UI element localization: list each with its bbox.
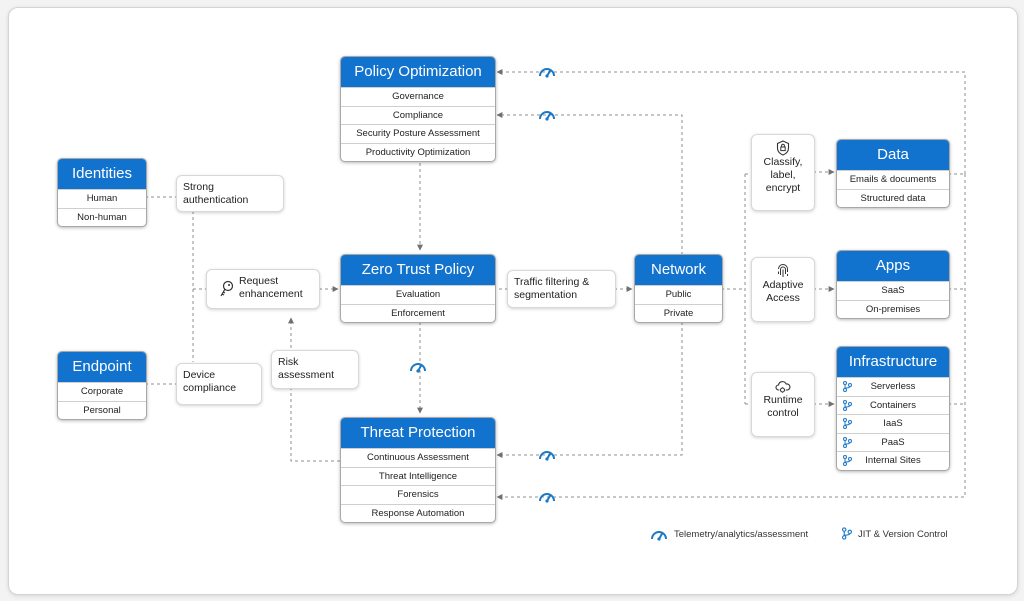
network-box: Network Public Private: [634, 254, 723, 323]
strong-authentication-label: Strong authentication: [176, 175, 284, 212]
legend-jit: JIT & Version Control: [858, 529, 948, 540]
adaptive-access-label: Adaptive Access: [751, 257, 815, 322]
infrastructure-row: Internal Sites: [837, 451, 949, 470]
zero-trust-policy-row: Evaluation: [341, 285, 495, 304]
data-title: Data: [837, 140, 949, 170]
label-line: Request: [239, 275, 279, 287]
identities-title: Identities: [58, 159, 146, 189]
label-line: compliance: [183, 382, 237, 394]
device-compliance-label: Device compliance: [176, 363, 262, 405]
request-enhancement-label: Request enhancement: [206, 269, 320, 309]
fingerprint-icon: [778, 264, 788, 277]
apps-row: SaaS: [837, 281, 949, 300]
branch-icon: [843, 455, 852, 466]
zero-trust-policy-row: Enforcement: [341, 303, 495, 323]
gauge-icon: [539, 451, 555, 461]
policy-optimization-row: Productivity Optimization: [341, 142, 495, 162]
identities-box: Identities Human Non-human: [57, 158, 147, 227]
infrastructure-row-label: PaaS: [881, 436, 905, 448]
traffic-filtering-label: Traffic filtering & segmentation: [507, 270, 616, 308]
endpoint-title: Endpoint: [58, 352, 146, 382]
cloud-gear-icon: [775, 381, 791, 393]
branch-icon: [842, 527, 852, 540]
gauge-icon: [410, 363, 426, 373]
infrastructure-row-label: IaaS: [883, 418, 903, 429]
zero-trust-policy-box: Zero Trust Policy Evaluation Enforcement: [340, 254, 496, 323]
data-row: Emails & documents: [837, 170, 949, 189]
label-line: Classify,: [763, 156, 803, 168]
infrastructure-box: Infrastructure Serverless Containers Iaa…: [836, 346, 950, 471]
apps-title: Apps: [837, 251, 949, 281]
infrastructure-row-label: Internal Sites: [865, 455, 921, 466]
branch-icon: [843, 418, 852, 429]
threat-protection-row: Forensics: [341, 485, 495, 504]
policy-optimization-row: Security Posture Assessment: [341, 124, 495, 143]
label-line: encrypt: [765, 182, 801, 194]
threat-protection-box: Threat Protection Continuous Assessment …: [340, 417, 496, 523]
branch-icon: [843, 436, 852, 448]
threat-protection-row: Threat Intelligence: [341, 466, 495, 486]
legend-telemetry: Telemetry/analytics/assessment: [674, 529, 809, 540]
label-line: Strong: [183, 181, 214, 193]
shield-lock-icon: [776, 140, 790, 156]
network-title: Network: [635, 255, 722, 285]
label-line: assessment: [278, 369, 335, 381]
infrastructure-row: PaaS: [837, 432, 949, 452]
policy-optimization-box: Policy Optimization Governance Complianc…: [340, 56, 496, 162]
label-line: segmentation: [514, 289, 578, 301]
label-line: control: [767, 407, 799, 419]
network-row: Private: [635, 303, 722, 323]
apps-box: Apps SaaS On-premises: [836, 250, 950, 319]
label-line: authentication: [183, 194, 249, 206]
label-line: Traffic filtering &: [514, 276, 590, 288]
threat-protection-row: Response Automation: [341, 503, 495, 523]
label-line: Risk: [278, 356, 299, 368]
label-line: Runtime: [763, 394, 803, 406]
key-icon: [220, 280, 234, 297]
infrastructure-title: Infrastructure: [837, 347, 949, 377]
identities-row: Human: [58, 189, 146, 208]
label-line: Adaptive: [762, 279, 804, 291]
label-line: enhancement: [239, 288, 303, 300]
endpoint-box: Endpoint Corporate Personal: [57, 351, 147, 420]
branch-icon: [843, 399, 852, 411]
zero-trust-policy-title: Zero Trust Policy: [341, 255, 495, 285]
gauge-icon: [539, 493, 555, 503]
data-row: Structured data: [837, 188, 949, 208]
branch-icon: [843, 381, 852, 392]
endpoint-row: Personal: [58, 400, 146, 420]
label-line: label,: [770, 169, 796, 181]
policy-optimization-row: Governance: [341, 87, 495, 106]
label-line: Access: [766, 292, 800, 304]
infrastructure-row-label: Serverless: [870, 381, 916, 392]
threat-protection-title: Threat Protection: [341, 418, 495, 448]
threat-protection-row: Continuous Assessment: [341, 448, 495, 467]
identities-row: Non-human: [58, 207, 146, 227]
gauge-icon: [651, 531, 667, 541]
data-box: Data Emails & documents Structured data: [836, 139, 950, 208]
policy-optimization-row: Compliance: [341, 105, 495, 125]
gauge-icon: [539, 68, 555, 78]
runtime-control-label: Runtime control: [751, 372, 815, 437]
apps-row: On-premises: [837, 299, 949, 319]
policy-optimization-title: Policy Optimization: [341, 57, 495, 87]
infrastructure-row: IaaS: [837, 414, 949, 433]
gauge-icon: [539, 111, 555, 121]
network-row: Public: [635, 285, 722, 304]
classify-label: Classify, label, encrypt: [751, 134, 815, 211]
endpoint-row: Corporate: [58, 382, 146, 401]
label-line: Device: [183, 369, 216, 381]
infrastructure-row-label: Containers: [870, 399, 916, 411]
infrastructure-row: Serverless: [837, 377, 949, 396]
infrastructure-row: Containers: [837, 395, 949, 415]
risk-assessment-label: Risk assessment: [271, 350, 359, 389]
